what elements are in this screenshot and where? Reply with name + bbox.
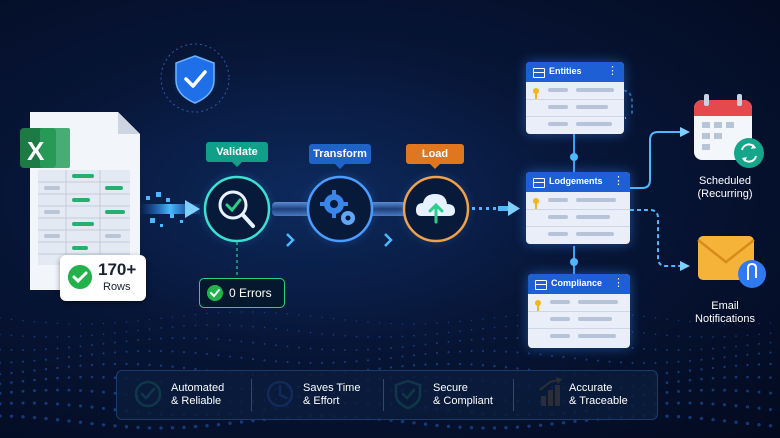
feature-line1: Saves Time — [303, 382, 361, 394]
scheduled-label-line1: Scheduled — [699, 175, 751, 187]
key-icon — [533, 88, 539, 99]
excel-spreadsheet-icon: X — [20, 112, 140, 290]
email-label-line1: Email — [711, 300, 739, 312]
email-label: Email Notifications — [686, 300, 764, 326]
arrow-head — [680, 127, 690, 271]
more-menu-icon: ⋮ — [613, 277, 624, 289]
scheduled-label-line2: (Recurring) — [697, 188, 753, 200]
feature-line2: & Traceable — [569, 395, 628, 407]
data-flow-arrow — [472, 201, 520, 216]
feature-automated: Automated& Reliable — [125, 371, 245, 419]
table-name: Entities — [549, 66, 582, 76]
email-label-line2: Notifications — [695, 313, 755, 325]
check-circle-icon — [207, 285, 223, 301]
scheduled-label: Scheduled (Recurring) — [686, 175, 764, 201]
divider — [251, 379, 252, 411]
gears-icon — [320, 190, 355, 225]
transform-node — [300, 169, 380, 249]
transform-label: Transform — [309, 144, 371, 169]
table-name: Compliance — [551, 278, 603, 288]
rows-badge: 170+ Rows — [60, 255, 146, 301]
validate-node — [197, 169, 277, 249]
divider — [383, 379, 384, 411]
feature-secure: Secure& Compliant — [387, 371, 507, 419]
table-icon — [533, 68, 545, 78]
table-icon — [533, 178, 545, 188]
feature-line2: & Reliable — [171, 395, 222, 407]
feature-saves-time: Saves Time& Effort — [257, 371, 377, 419]
more-menu-icon: ⋮ — [613, 175, 624, 187]
feature-line2: & Compliant — [433, 395, 493, 407]
load-label: Load — [406, 144, 464, 169]
table-card-entities: Entities ⋮ — [526, 62, 624, 134]
feature-line2: & Effort — [303, 395, 340, 407]
errors-text: 0 Errors — [229, 286, 272, 300]
key-icon — [533, 198, 539, 209]
email-attachment-icon — [697, 236, 766, 288]
feature-accurate: Accurate& Traceable — [523, 371, 643, 419]
divider — [513, 379, 514, 411]
feature-line1: Accurate — [569, 382, 613, 394]
calendar-refresh-icon — [694, 94, 764, 168]
check-circle-icon — [68, 265, 92, 289]
feature-bar: Automated& Reliable Saves Time& Effort S… — [116, 370, 658, 420]
data-flow-beam — [140, 192, 200, 227]
more-menu-icon: ⋮ — [607, 65, 618, 77]
rows-count: 170+ — [98, 260, 137, 279]
table-card-lodgements: Lodgements ⋮ — [526, 172, 630, 244]
load-node — [396, 169, 476, 249]
errors-badge: 0 Errors — [199, 278, 285, 308]
table-connector — [570, 134, 578, 276]
table-name: Lodgements — [549, 176, 603, 186]
shield-check-icon — [160, 43, 230, 113]
feature-line1: Automated — [171, 382, 225, 394]
rows-label: Rows — [103, 281, 131, 293]
key-icon — [535, 300, 541, 311]
table-card-compliance: Compliance ⋮ — [528, 274, 630, 348]
svg-text:X: X — [27, 136, 45, 166]
table-icon — [535, 280, 547, 290]
feature-line1: Secure — [433, 382, 468, 394]
validate-label: Validate — [206, 142, 268, 167]
